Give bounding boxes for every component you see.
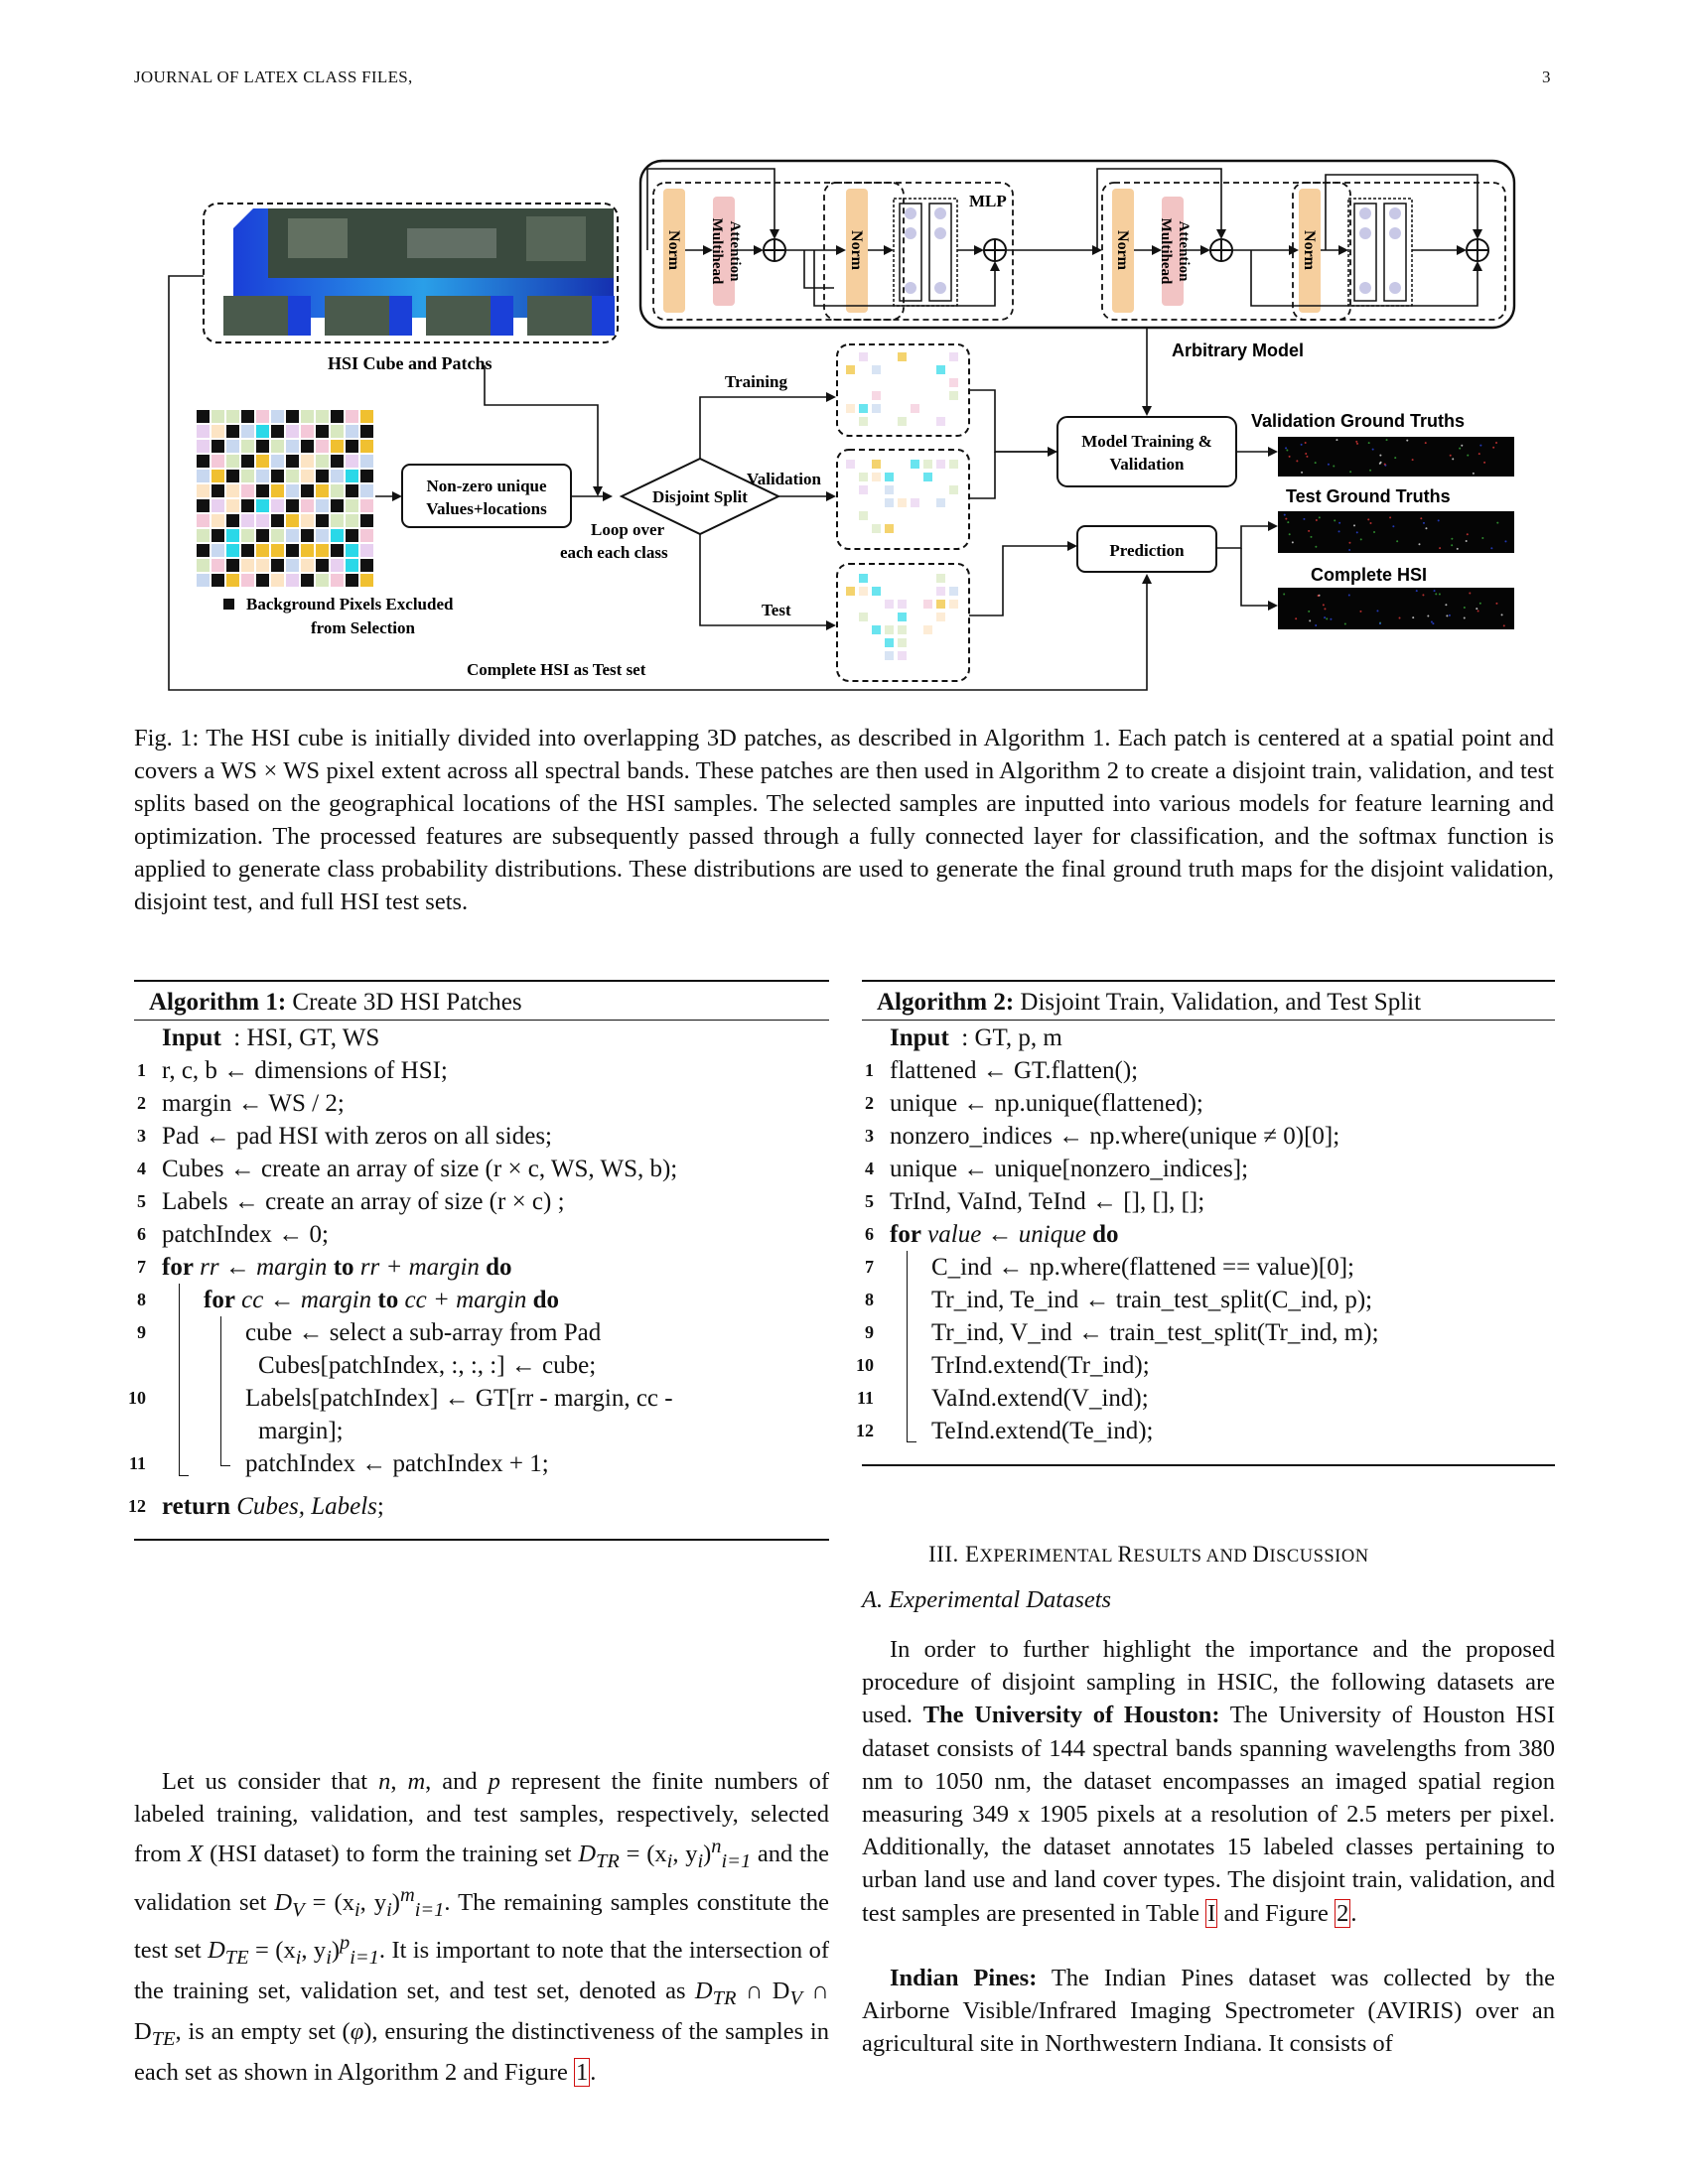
svg-text:Disjoint Split: Disjoint Split: [652, 487, 748, 506]
paragraph-datasets: In order to further highlight the import…: [862, 1636, 1555, 1928]
svg-text:Norm: Norm: [665, 230, 682, 271]
algo1-line: patchIndex ← 0;: [162, 1221, 330, 1248]
algo1-line: patchIndex ← patchIndex + 1;: [245, 1450, 549, 1477]
algo1-input: Input : HSI, GT, WS: [162, 1024, 380, 1051]
prediction-box: [1076, 525, 1217, 573]
validation-gt-map: [1278, 437, 1514, 477]
norm-block: [663, 189, 685, 313]
algo2-line: unique ← np.unique(flattened);: [890, 1090, 1203, 1117]
algo2-label: Algorithm 2:: [877, 989, 1015, 1016]
svg-text:MLP: MLP: [969, 192, 1007, 210]
background-legend-swatch: [223, 599, 234, 610]
algo2-line: TrInd, VaInd, TeInd ← [], [], [];: [890, 1188, 1205, 1215]
algo2-line: unique ← unique[nonzero_indices];: [890, 1156, 1249, 1182]
figure-1: HSI Cube and Patchs Norm Multihead Atten…: [139, 149, 1529, 705]
table-ref-link[interactable]: I: [1205, 1898, 1218, 1928]
algo2-line: flattened ← GT.flatten();: [890, 1057, 1139, 1084]
hsi-patches: [223, 296, 615, 336]
svg-text:Complete HSI as Test set: Complete HSI as Test set: [467, 660, 646, 679]
algo2-input: Input : GT, p, m: [890, 1024, 1062, 1051]
svg-text:Validation Ground Truths: Validation Ground Truths: [1251, 411, 1465, 431]
arbitrary-model-box: [638, 159, 1516, 330]
model-training-box: [1056, 416, 1237, 487]
svg-text:Non-zero unique: Non-zero unique: [426, 477, 547, 495]
svg-text:Multihead: Multihead: [1158, 218, 1174, 285]
svg-text:Complete HSI: Complete HSI: [1311, 565, 1427, 585]
algo1-line: Pad ← pad HSI with zeros on all sides;: [162, 1123, 553, 1150]
algo2-line: nonzero_indices ← np.where(unique ≠ 0)[0…: [890, 1123, 1340, 1150]
figure-caption: Fig. 1: The HSI cube is initially divide…: [134, 725, 1554, 915]
validation-samples-box: [836, 449, 970, 550]
algo2-line: TeInd.extend(Te_ind);: [931, 1418, 1154, 1444]
algo2-line: Tr_ind, Te_ind ← train_test_split(C_ind,…: [931, 1287, 1373, 1313]
running-header: JOURNAL OF LATEX CLASS FILES,: [134, 68, 413, 86]
svg-text:Model Training &: Model Training &: [1081, 432, 1212, 451]
attention-block: [713, 197, 735, 306]
algo1-line: margin];: [258, 1418, 344, 1444]
figure-ref-link[interactable]: 2: [1335, 1898, 1351, 1928]
algo1-line: r, c, b ← dimensions of HSI;: [162, 1057, 448, 1084]
hsi-cube-box: [203, 203, 619, 343]
algo1-line: margin ← WS / 2;: [162, 1090, 345, 1117]
hsi-cube-label: HSI Cube and Patchs: [328, 353, 492, 373]
svg-text:Norm: Norm: [1114, 230, 1131, 271]
algo1-label: Algorithm 1:: [149, 989, 287, 1016]
svg-text:Background Pixels Excluded: Background Pixels Excluded: [246, 595, 454, 614]
svg-text:Validation: Validation: [1110, 455, 1186, 474]
svg-text:Attention: Attention: [1176, 221, 1192, 282]
page-number: 3: [1542, 68, 1551, 86]
svg-text:Test Ground Truths: Test Ground Truths: [1286, 486, 1451, 506]
svg-text:Attention: Attention: [727, 221, 743, 282]
algo1-title: Create 3D HSI Patches: [292, 989, 522, 1016]
algo2-line: Tr_ind, V_ind ← train_test_split(Tr_ind,…: [931, 1319, 1379, 1346]
paragraph-left: Let us consider that n, m, and p represe…: [134, 1768, 830, 2088]
algo1-return: return Cubes, Labels;: [162, 1493, 384, 1520]
section-heading: III. EXPERIMENTAL RESULTS AND DISCUSSION: [928, 1542, 1369, 1567]
svg-text:Loop over: Loop over: [591, 520, 665, 539]
svg-text:Prediction: Prediction: [1109, 541, 1185, 560]
svg-text:Validation: Validation: [747, 470, 822, 488]
svg-text:Norm: Norm: [1301, 230, 1318, 271]
paragraph-indian-pines: Indian Pines: The Indian Pines dataset w…: [862, 1965, 1555, 2058]
svg-text:Training: Training: [725, 372, 787, 391]
arbitrary-model-label: Arbitrary Model: [1172, 341, 1304, 360]
algo2-line: C_ind ← np.where(flattened == value)[0];: [931, 1254, 1354, 1281]
svg-text:Test: Test: [762, 601, 791, 619]
algo2-title: Disjoint Train, Validation, and Test Spl…: [1020, 989, 1422, 1016]
pipeline-diagram: HSI Cube and Patchs Norm Multihead Atten…: [168, 159, 1516, 691]
algo2-for: for value ← unique do: [890, 1221, 1119, 1248]
figure-ref-link[interactable]: 1: [573, 2058, 591, 2088]
algo1-line: Labels ← create an array of size (r × c)…: [162, 1188, 565, 1215]
algo1-line: cube ← select a sub-array from Pad: [245, 1319, 602, 1346]
test-samples-box: [836, 563, 970, 682]
algo1-for-rr: for rr ← margin to rr + margin do: [162, 1254, 512, 1281]
complete-hsi-map: [1278, 588, 1514, 629]
svg-text:Norm: Norm: [848, 230, 865, 271]
algo2-line: VaInd.extend(V_ind);: [931, 1385, 1149, 1412]
algo1-line: Cubes[patchIndex, :, :, :] ← cube;: [258, 1352, 597, 1379]
svg-text:Values+locations: Values+locations: [426, 499, 547, 518]
subsection-heading: A. Experimental Datasets: [862, 1586, 1112, 1613]
algorithm-2: Algorithm 2: Disjoint Train, Validation,…: [856, 980, 1555, 1476]
class-mosaic: [197, 410, 373, 587]
algo1-line: Labels[patchIndex] ← GT[rr - margin, cc …: [245, 1385, 673, 1412]
svg-text:each each class: each each class: [560, 543, 668, 562]
algo1-for-cc: for cc ← margin to cc + margin do: [204, 1287, 560, 1313]
test-gt-map: [1278, 511, 1514, 553]
algo1-line: Cubes ← create an array of size (r × c, …: [162, 1156, 678, 1182]
svg-text:Multihead: Multihead: [709, 218, 725, 285]
algorithm-1: Algorithm 1: Create 3D HSI Patches Input…: [128, 980, 829, 1551]
algo2-line: TrInd.extend(Tr_ind);: [931, 1352, 1150, 1379]
svg-text:from Selection: from Selection: [311, 618, 416, 637]
